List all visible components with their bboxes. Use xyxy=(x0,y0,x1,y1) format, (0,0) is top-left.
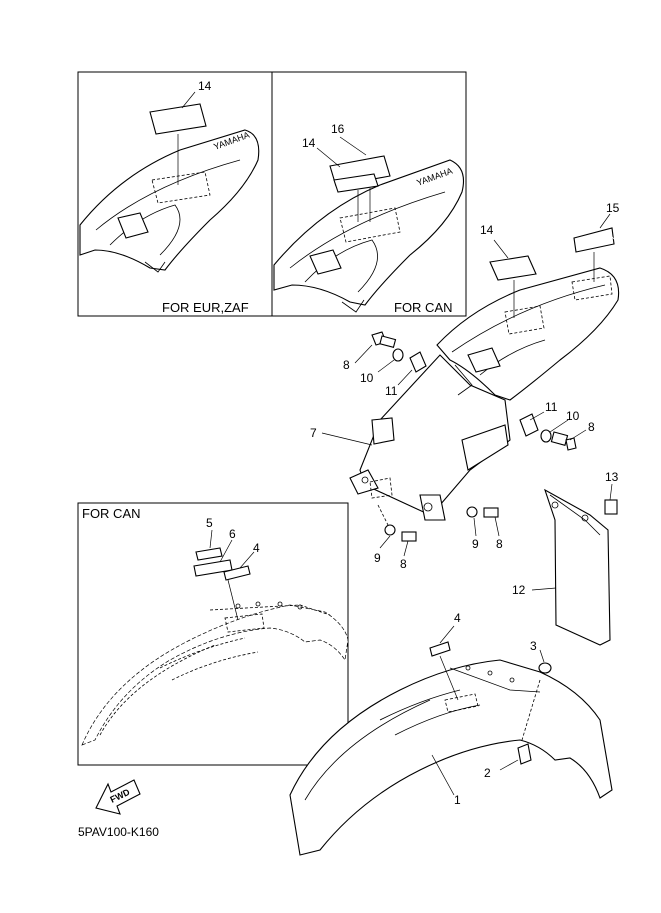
panel-frame-can-top xyxy=(271,71,467,317)
callout-7: 7 xyxy=(310,426,317,440)
panel-label-can-top: FOR CAN xyxy=(394,300,453,315)
fwd-arrow-icon: FWD xyxy=(95,779,141,815)
inner-fender xyxy=(321,354,511,526)
bolt-set-right xyxy=(519,411,587,451)
callout-15: 15 xyxy=(606,201,620,215)
callout-11-a: 11 xyxy=(385,384,398,398)
callout-16: 16 xyxy=(331,122,345,136)
panel-frame-can-bottom xyxy=(77,502,349,766)
callout-8-c: 8 xyxy=(496,537,503,551)
callout-13: 13 xyxy=(605,470,619,484)
callout-14-can: 14 xyxy=(302,136,316,150)
callout-8-d: 8 xyxy=(400,557,407,571)
part-code: 5PAV100-K160 xyxy=(78,825,159,839)
panel-label-eur-zaf: FOR EUR,ZAF xyxy=(162,300,249,315)
callout-2: 2 xyxy=(484,766,491,780)
callout-4-main: 4 xyxy=(454,611,461,625)
callout-8-b: 8 xyxy=(588,420,595,434)
panel-label-can-bottom: FOR CAN xyxy=(82,506,141,521)
front-fender-can-drawing xyxy=(81,529,349,746)
callout-6: 6 xyxy=(229,527,236,541)
callout-10-b: 10 xyxy=(566,409,580,423)
callout-9-b: 9 xyxy=(374,551,381,565)
bolt-set-lower xyxy=(379,506,500,557)
callout-3: 3 xyxy=(530,639,537,653)
rear-flap xyxy=(531,483,618,646)
callout-12: 12 xyxy=(512,583,526,597)
callout-11-b: 11 xyxy=(545,400,558,414)
callout-9-a: 9 xyxy=(472,537,479,551)
callout-14-main: 14 xyxy=(480,223,494,237)
rear-fender-can-drawing: YAMAHA xyxy=(273,136,465,313)
rear-fender-main: YAMAHA xyxy=(436,213,620,401)
callout-1: 1 xyxy=(454,793,461,807)
callout-4: 4 xyxy=(253,541,260,555)
callout-10-a: 10 xyxy=(360,371,374,385)
bolt-set-left xyxy=(354,331,427,386)
callout-14: 14 xyxy=(198,79,212,93)
rear-fender-eur-drawing: YAMAHA xyxy=(79,91,260,273)
callout-5: 5 xyxy=(206,516,213,530)
callout-8-a: 8 xyxy=(343,358,350,372)
front-fender-main xyxy=(289,625,613,856)
